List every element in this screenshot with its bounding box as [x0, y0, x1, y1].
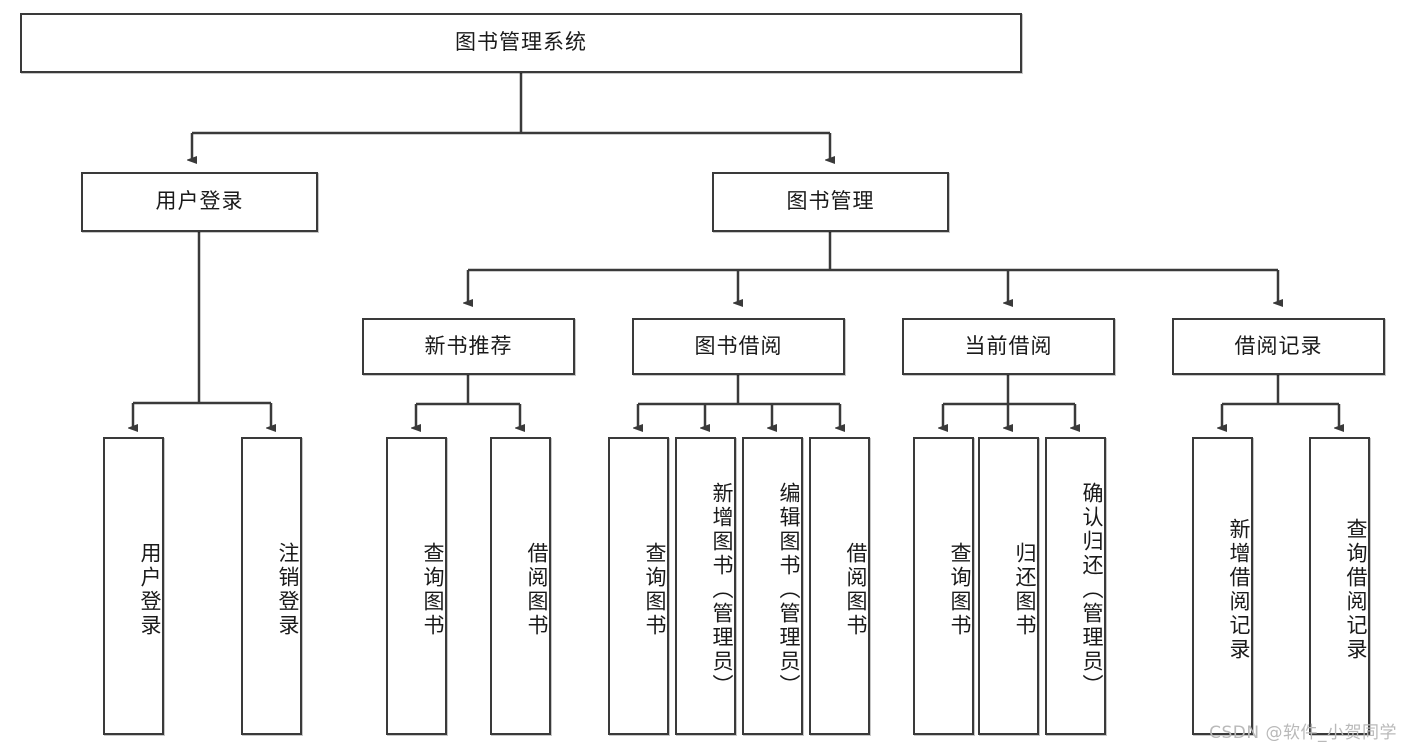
- node-leaf-query-record-label: 查询借阅记录: [1344, 518, 1368, 662]
- node-leaf-query-book-c[interactable]: 查询图书: [913, 437, 974, 735]
- node-book-borrow-label: 图书借阅: [694, 333, 783, 358]
- node-current-borrow[interactable]: 当前借阅: [902, 318, 1115, 375]
- node-leaf-return-book-label: 归还图书: [1013, 542, 1037, 638]
- node-leaf-query-book-b[interactable]: 查询图书: [608, 437, 669, 735]
- node-borrow-record-label: 借阅记录: [1234, 333, 1323, 358]
- node-root[interactable]: 图书管理系统: [20, 13, 1022, 73]
- node-leaf-confirm-return-label: 确认归还（管理员）: [1080, 482, 1104, 698]
- node-leaf-add-book[interactable]: 新增图书（管理员）: [675, 437, 736, 735]
- node-leaf-query-book-a-label: 查询图书: [421, 542, 445, 638]
- node-borrow-record[interactable]: 借阅记录: [1172, 318, 1385, 375]
- node-new-book-recommend[interactable]: 新书推荐: [362, 318, 575, 375]
- node-book-borrow[interactable]: 图书借阅: [632, 318, 845, 375]
- csdn-watermark: CSDN @软件_小贺同学: [1209, 723, 1397, 743]
- node-leaf-logout-label: 注销登录: [276, 542, 300, 638]
- node-book-manage-label: 图书管理: [786, 189, 875, 214]
- node-leaf-add-record-label: 新增借阅记录: [1227, 518, 1251, 662]
- node-leaf-return-book[interactable]: 归还图书: [978, 437, 1039, 735]
- node-leaf-query-book-c-label: 查询图书: [948, 542, 972, 638]
- node-leaf-query-record[interactable]: 查询借阅记录: [1309, 437, 1370, 735]
- node-leaf-logout[interactable]: 注销登录: [241, 437, 302, 735]
- node-leaf-confirm-return[interactable]: 确认归还（管理员）: [1045, 437, 1106, 735]
- node-current-borrow-label: 当前借阅: [964, 333, 1053, 358]
- node-leaf-borrow-book-b-label: 借阅图书: [844, 542, 868, 638]
- node-leaf-add-record[interactable]: 新增借阅记录: [1192, 437, 1253, 735]
- node-leaf-borrow-book-b[interactable]: 借阅图书: [809, 437, 870, 735]
- node-leaf-query-book-b-label: 查询图书: [643, 542, 667, 638]
- node-root-label: 图书管理系统: [455, 30, 587, 55]
- node-leaf-edit-book[interactable]: 编辑图书（管理员）: [742, 437, 803, 735]
- node-leaf-user-login[interactable]: 用户登录: [103, 437, 164, 735]
- node-leaf-edit-book-label: 编辑图书（管理员）: [777, 482, 801, 698]
- node-user-login-label: 用户登录: [155, 189, 244, 214]
- node-leaf-borrow-book-a[interactable]: 借阅图书: [490, 437, 551, 735]
- node-leaf-add-book-label: 新增图书（管理员）: [710, 482, 734, 698]
- node-leaf-query-book-a[interactable]: 查询图书: [386, 437, 447, 735]
- node-leaf-user-login-label: 用户登录: [138, 542, 162, 638]
- node-new-book-recommend-label: 新书推荐: [424, 333, 513, 358]
- node-book-manage[interactable]: 图书管理: [712, 172, 949, 232]
- node-leaf-borrow-book-a-label: 借阅图书: [525, 542, 549, 638]
- node-user-login[interactable]: 用户登录: [81, 172, 318, 232]
